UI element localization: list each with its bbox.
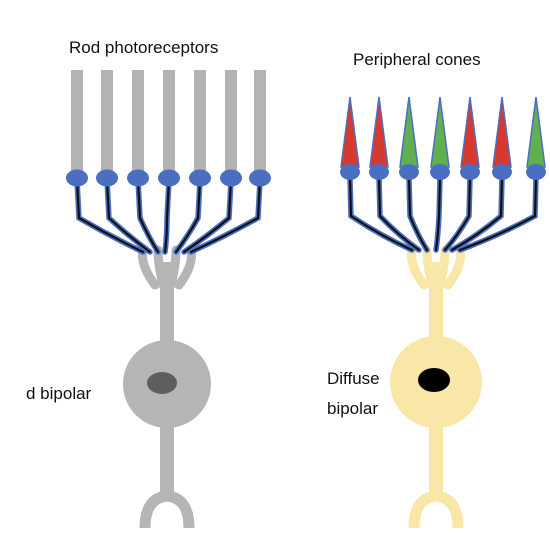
- cone-outer-segment-green: [430, 96, 450, 168]
- rod-outer-segment: [254, 70, 266, 176]
- cone-4: [430, 96, 450, 253]
- rod-pathway: [66, 70, 271, 529]
- rod-bipolar-label: d bipolar: [26, 384, 92, 403]
- rod-7: [188, 70, 271, 255]
- cone-outer-segment-red: [460, 96, 480, 168]
- cone-outer-segment-red: [369, 96, 389, 168]
- cone-6: [449, 96, 512, 253]
- cone-outer-segment-red: [492, 96, 512, 168]
- cone-outer-segment-green: [399, 96, 419, 168]
- rod-photoreceptors: [66, 70, 271, 255]
- cone-bipolar-stalk: [429, 262, 443, 344]
- rod-photoreceptors-title: Rod photoreceptors: [69, 38, 219, 57]
- cone-2: [369, 96, 422, 253]
- cone-axon: [407, 176, 429, 252]
- rod-cell-body: [158, 169, 180, 187]
- rod-1: [66, 70, 146, 255]
- rod-axon-outline: [135, 177, 161, 255]
- cone-cell-body: [460, 164, 480, 180]
- rod-axon: [105, 178, 152, 254]
- cone-3: [399, 96, 430, 253]
- cone-bipolar-nucleus: [418, 368, 450, 392]
- cone-cell-body: [526, 164, 546, 180]
- cone-cell-body: [399, 164, 419, 180]
- rod-cell-body: [249, 169, 271, 187]
- rod-3: [127, 70, 161, 255]
- cone-cell-body: [340, 164, 360, 180]
- rod-bipolar-terminal: [139, 490, 195, 529]
- peripheral-cones: [340, 96, 546, 253]
- cone-cell-body: [492, 164, 512, 180]
- rod-bipolar-nucleus: [147, 372, 177, 394]
- rod-2: [96, 70, 153, 255]
- diffuse-bipolar-cell: [390, 245, 482, 529]
- rod-axon-outline: [104, 177, 153, 255]
- cone-bipolar-terminal: [408, 490, 464, 529]
- rod-axon: [189, 178, 262, 254]
- rod-cell-body: [220, 169, 242, 187]
- cone-outer-segment-red: [340, 96, 360, 168]
- peripheral-cones-title: Peripheral cones: [353, 50, 481, 69]
- rod-5: [173, 70, 211, 255]
- rod-cell-body: [66, 169, 88, 187]
- cone-axon-outline: [406, 175, 430, 253]
- rod-axon: [163, 178, 171, 254]
- rod-axon: [136, 178, 160, 254]
- cone-axon-outline: [449, 175, 505, 253]
- cone-axon: [450, 176, 504, 252]
- cone-outer-segment-green: [526, 96, 546, 168]
- cone-axon: [377, 176, 421, 252]
- cone-7: [457, 96, 546, 253]
- rod-outer-segment: [194, 70, 206, 176]
- rod-bipolar-cell: [123, 245, 211, 529]
- rod-axon: [75, 178, 145, 254]
- rod-bipolar-axon: [160, 424, 174, 496]
- rod-bipolar-stalk: [160, 262, 174, 344]
- cone-1: [340, 96, 415, 253]
- rod-outer-segment: [132, 70, 144, 176]
- cone-axon: [443, 176, 472, 252]
- rod-cell-body: [189, 169, 211, 187]
- cone-axon: [434, 176, 442, 252]
- rod-cell-body: [96, 169, 118, 187]
- cone-axon: [348, 176, 414, 252]
- cone-bipolar-axon: [429, 424, 443, 496]
- rod-outer-segment: [101, 70, 113, 176]
- cone-axon: [458, 176, 538, 252]
- rod-cell-body: [127, 169, 149, 187]
- cone-5: [442, 96, 480, 253]
- rod-axon: [174, 178, 202, 254]
- rod-6: [181, 70, 242, 255]
- cone-cell-body: [369, 164, 389, 180]
- rod-axon: [182, 178, 233, 254]
- rod-outer-segment: [225, 70, 237, 176]
- rod-outer-segment: [163, 70, 175, 176]
- rod-outer-segment: [71, 70, 83, 176]
- cone-pathway: [340, 96, 546, 529]
- cone-cell-body: [430, 164, 450, 180]
- diffuse-bipolar-label-line1: Diffuse: [327, 369, 380, 388]
- diffuse-bipolar-label-line2: bipolar: [327, 399, 379, 418]
- rod-4: [158, 70, 180, 255]
